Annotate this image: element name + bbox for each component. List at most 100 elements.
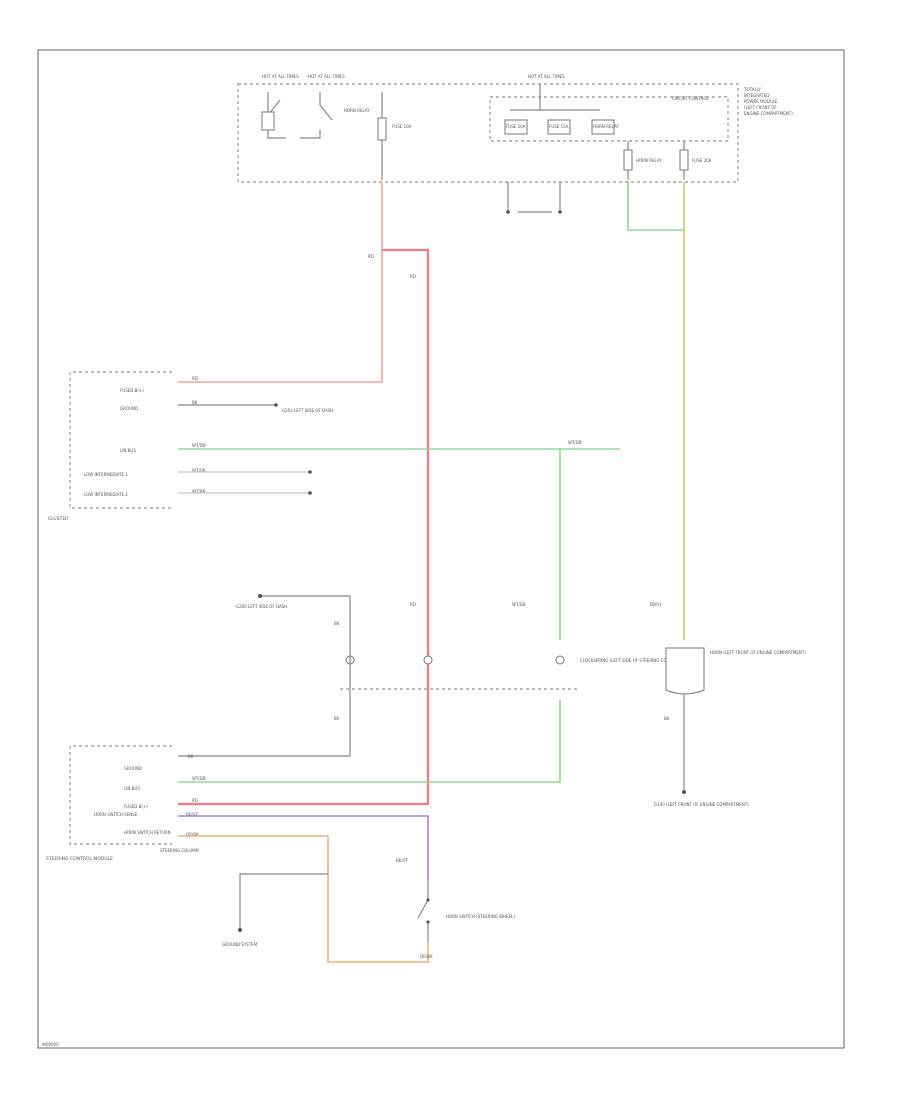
connector-dot-1 — [506, 210, 510, 214]
g200-label: G200 LEFT SIDE OF DASH — [236, 604, 287, 609]
sccm-pin-1: GROUND — [124, 766, 142, 771]
wire-label-w8: RD — [410, 602, 416, 607]
horn-switch-contacts — [417, 880, 429, 942]
cluster-wire-3: WT/DB — [192, 443, 206, 448]
horn: HORN (LEFT FRONT OF ENGINE COMPARTMENT) … — [654, 647, 806, 807]
cluster-low-int-wires — [178, 471, 310, 494]
cluster-title: CLUSTER — [48, 516, 68, 522]
power-module-title-3: POWER MODULE — [744, 99, 778, 104]
red-wire-cluster — [178, 182, 383, 383]
wire-label-w7: BK — [334, 716, 340, 721]
relay-label: HORN RELAY — [344, 108, 370, 113]
wire-label-w6: BK — [334, 621, 340, 626]
fuse-20a-b-label: FUSE 20A — [692, 158, 712, 163]
sccm-pin-2: LIN BUS — [124, 786, 140, 791]
fuse-20a-label: FUSE 20A — [506, 124, 526, 129]
circuit-control-outline — [489, 96, 729, 142]
power-module-title-2: INTEGRATED — [744, 93, 769, 98]
steering-control-module: GROUND LIN BUS FUSED B(+) HORN SWITCH SE… — [46, 745, 206, 862]
cluster-pin-3: LIN BUS — [120, 448, 136, 453]
cluster-ground-dot — [274, 403, 278, 407]
sccm-pin-3: FUSED B(+) — [124, 804, 148, 809]
low-int-dot-2 — [308, 491, 312, 495]
sccm-title: STEERING CONTROL MODULE — [46, 856, 113, 862]
purple-horn-sense — [178, 815, 429, 880]
sccm-wire-3: RD — [192, 798, 198, 803]
wire-label-w5: DB/YL — [650, 602, 663, 607]
sccm-outline — [69, 745, 172, 845]
wire-label-w9: BK/VT — [396, 858, 408, 863]
cluster-ground-label: G202 LEFT SIDE OF DASH — [282, 408, 333, 413]
cluster-pin-5: LOW INTERMEDIATE 2 — [84, 492, 128, 497]
wire-label-w2: RD — [410, 274, 416, 279]
fuse-15a-label: FUSE 15A — [549, 124, 569, 129]
sccm-wire-1: BK — [188, 754, 194, 759]
horn-body — [665, 647, 705, 695]
diagram-frame — [37, 49, 845, 1049]
power-module-outline — [237, 83, 739, 183]
wire-label-w4: WT/DB — [512, 602, 526, 607]
fuse-left-label: HOT AT ALL TIMES — [262, 74, 299, 79]
cluster-pin-4: LOW INTERMEDIATE 1 — [84, 472, 128, 477]
horn-label: HORN (LEFT FRONT OF ENGINE COMPARTMENT) — [710, 650, 806, 655]
horn-switch: HORN SWITCH (STEERING WHEEL) — [417, 880, 515, 942]
relay-coil-box — [261, 111, 275, 131]
sccm-pin-4: HORN SWITCH SENSE — [94, 812, 138, 817]
orange-horn-return — [178, 835, 429, 963]
fuse-mid-label: HOT AT ALL TIMES — [308, 74, 345, 79]
circuit-control-bus — [510, 84, 600, 111]
sccm-wire-5: OR/BK — [186, 832, 199, 837]
power-module-title-5: ENGINE COMPARTMENT) — [744, 111, 793, 116]
g200-dot — [258, 594, 262, 598]
relay-x-label: HORN RELAY — [593, 124, 619, 129]
cluster-module: CLUSTER FUSED B(+) GROUND LIN BUS LOW IN… — [48, 371, 333, 522]
power-module: TOTALLY INTEGRATED POWER MODULE (LEFT FR… — [237, 74, 793, 214]
cluster-wire-5: WT/BN — [192, 489, 205, 494]
ground-system-dot — [238, 928, 242, 932]
wire-label-w3: WT/DB — [568, 440, 582, 445]
horn-switch-label: HORN SWITCH (STEERING WHEEL) — [446, 914, 515, 919]
red-wire-main — [178, 248, 430, 806]
sccm-pin-5: HORN SWITCH RETURN — [124, 830, 171, 835]
clockspring: CLOCKSPRING (LEFT SIDE OF STEERING COLUM… — [340, 655, 680, 690]
sccm-wire-2: WT/DB — [192, 776, 206, 781]
relay-y-box — [623, 149, 633, 171]
sccm-wire-4: BK/VT — [186, 812, 198, 817]
circuit-control-label: CIRCUIT CONTROL — [672, 96, 709, 101]
horn-switch-dot-1 — [426, 898, 430, 902]
cluster-wire-4: WT/OR — [192, 468, 206, 473]
fuse-20a — [504, 119, 528, 135]
cluster-wire-1: RD — [192, 376, 198, 381]
relay-y-label: HORN RELAY — [636, 158, 662, 163]
ground-system-wire — [239, 873, 328, 930]
fuse-15a — [547, 119, 571, 135]
clockspring-terminal-2 — [423, 655, 433, 665]
relay-x — [591, 119, 615, 135]
cluster-pin-1: FUSED B(+) — [120, 388, 144, 393]
power-module-title-1: TOTALLY — [743, 87, 761, 92]
fuse-10a-label: FUSE 10A — [392, 124, 412, 129]
connector-dot-2 — [558, 210, 562, 214]
cluster-wire-2: BK — [192, 400, 198, 405]
fuse-20a-b — [679, 149, 689, 171]
ground-system-label: GROUND SYSTEM — [222, 942, 258, 947]
power-module-title-4: (LEFT FRONT OF — [744, 105, 777, 110]
green-lin-bus-drop — [178, 449, 561, 783]
g100-label: G100 (LEFT FRONT OF ENGINE COMPARTMENT) — [654, 802, 749, 807]
sccm-subtitle: STEERING COLUMN — [160, 848, 199, 853]
connector-stubs — [507, 182, 561, 213]
wire-label-w10: OR/BK — [420, 954, 433, 959]
green-lin-bus-top — [627, 182, 684, 231]
footer-code: W00000 — [42, 1042, 59, 1047]
wire-label-w11: BK — [664, 716, 670, 721]
clockspring-label: CLOCKSPRING (LEFT SIDE OF STEERING COLUM… — [580, 658, 680, 663]
fuse-top-label: HOT AT ALL TIMES — [528, 74, 565, 79]
low-int-dot-1 — [308, 470, 312, 474]
cluster-outline — [69, 371, 172, 509]
horn-ground-dot — [682, 790, 686, 794]
clockspring-terminal-3 — [555, 655, 565, 665]
relay-coil — [267, 92, 333, 139]
g200-wire — [178, 595, 351, 757]
fuse-10a — [377, 117, 387, 141]
cluster-pin-2: GROUND — [120, 406, 138, 411]
